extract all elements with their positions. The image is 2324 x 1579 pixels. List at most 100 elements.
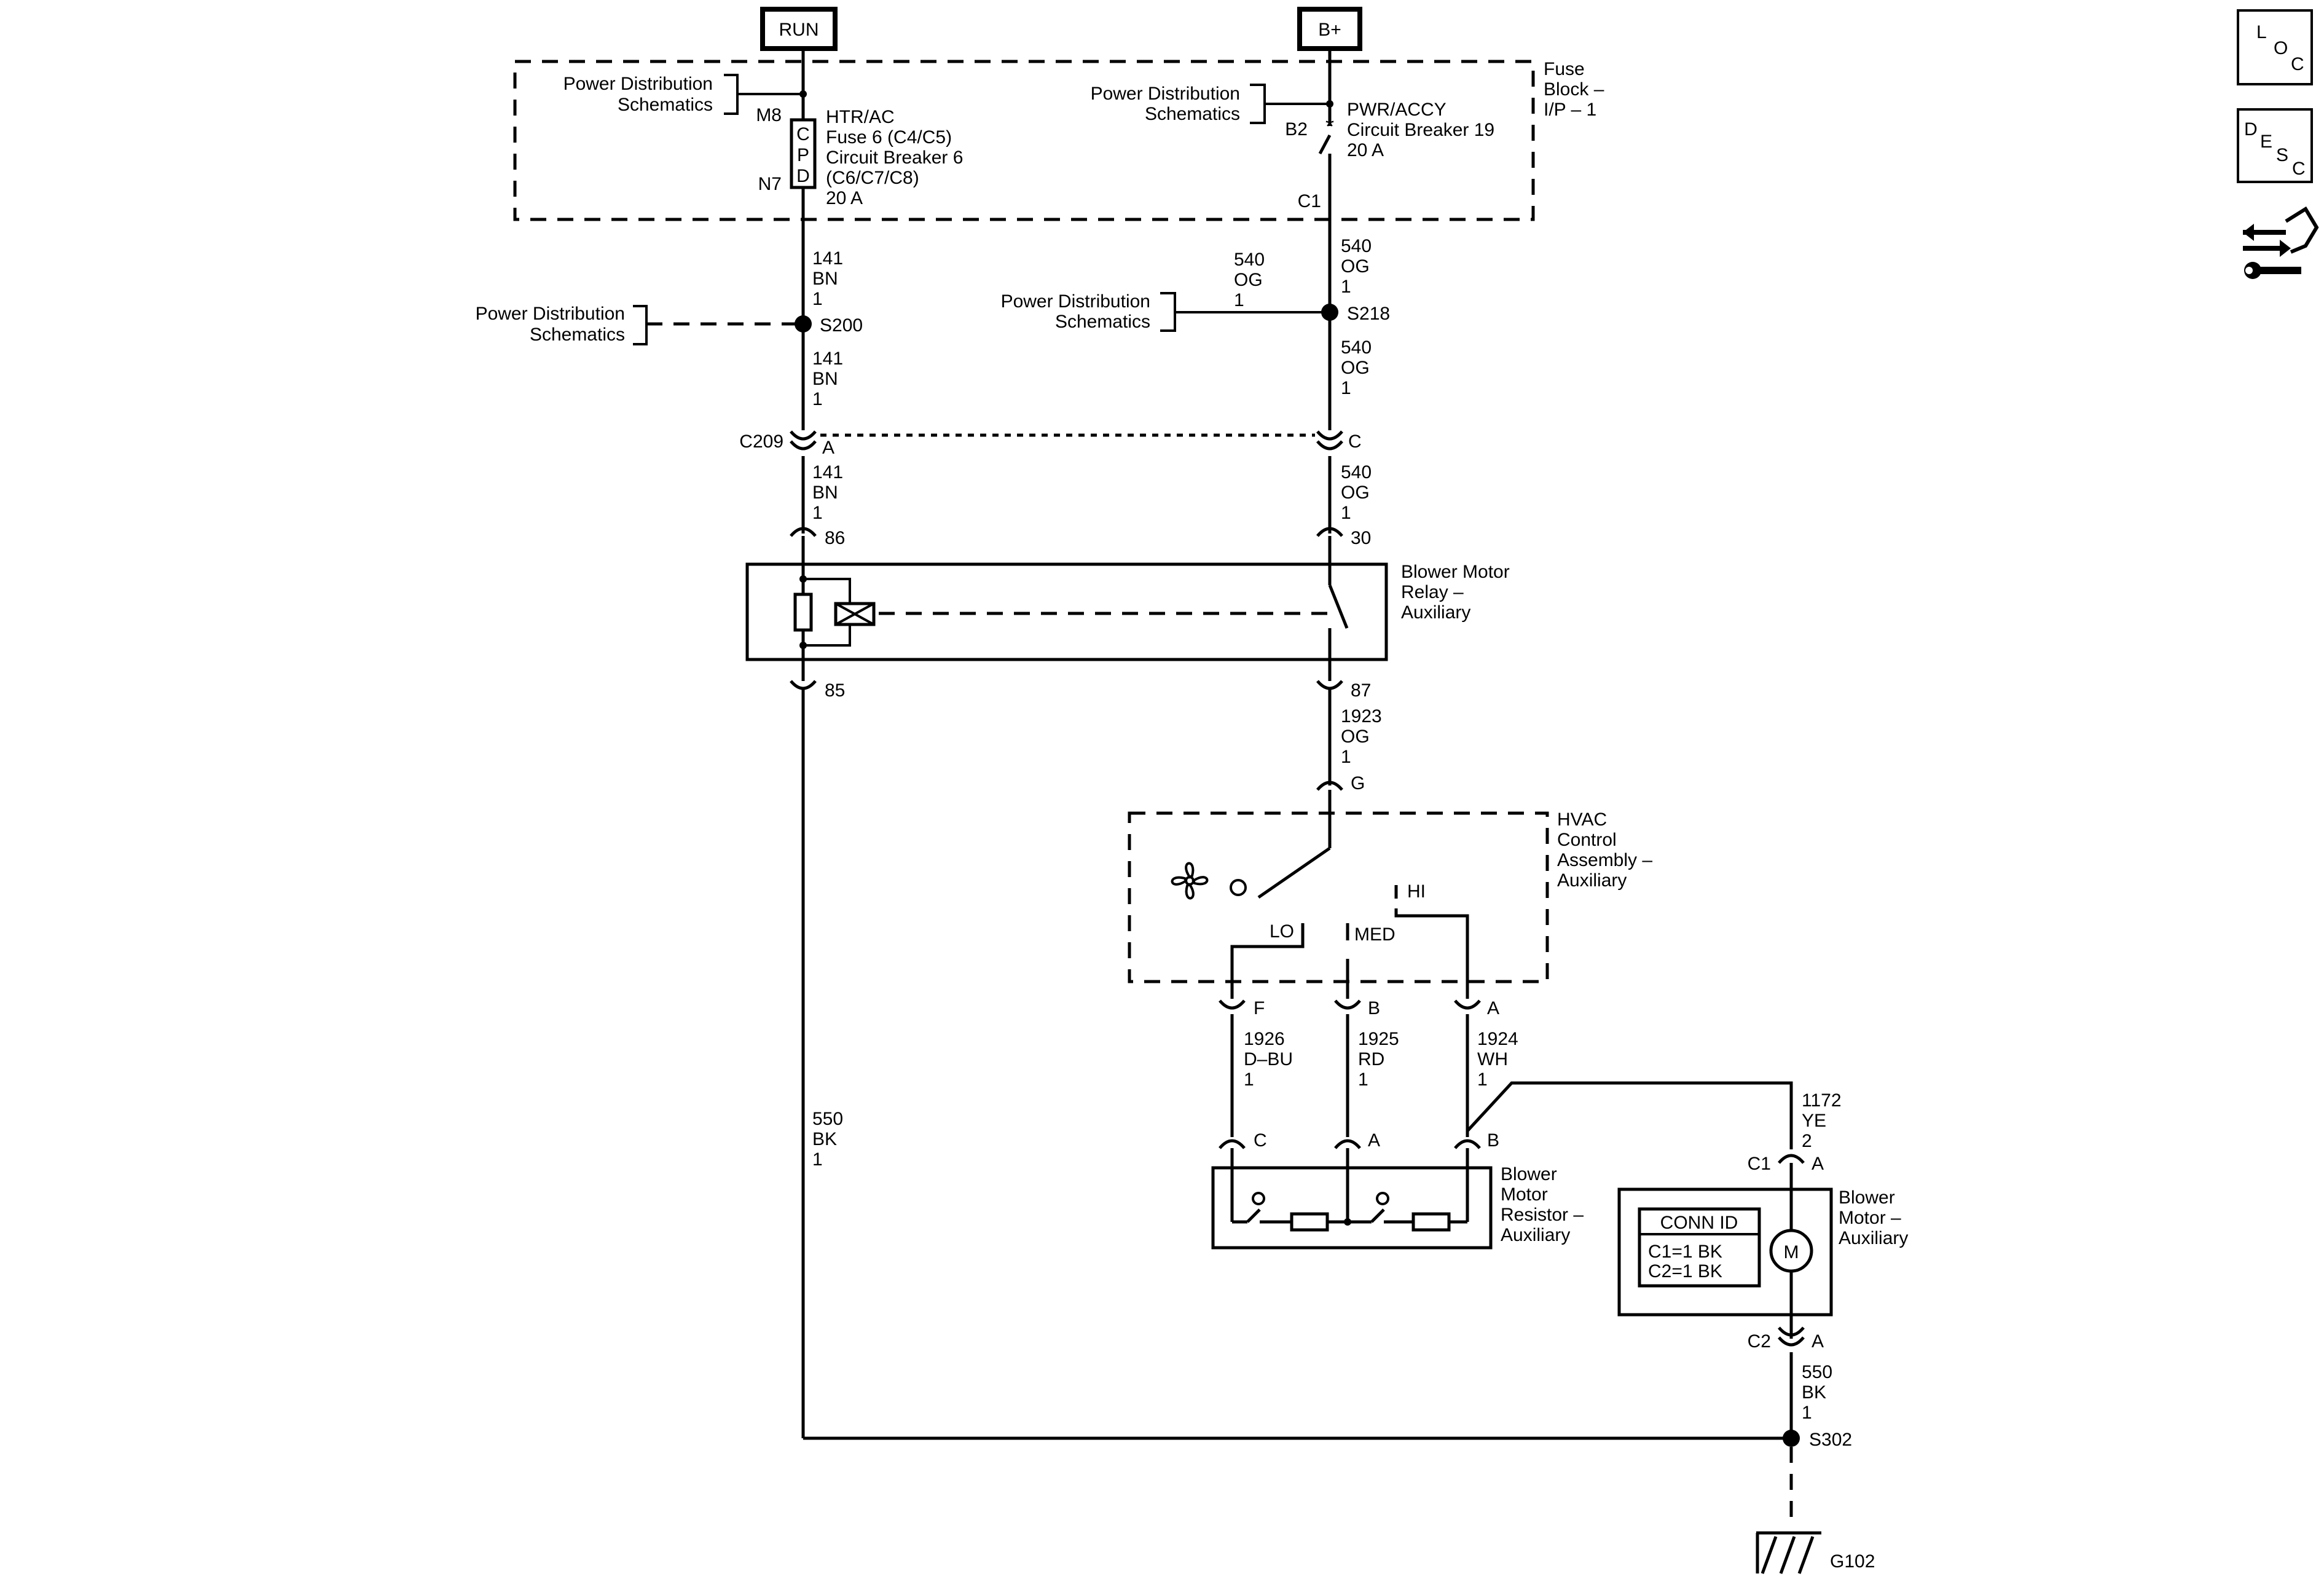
svg-text:1: 1	[1477, 1069, 1488, 1090]
svg-text:1925: 1925	[1358, 1029, 1399, 1049]
svg-text:C: C	[2292, 159, 2306, 179]
svg-text:1: 1	[1234, 290, 1244, 310]
relay-coil	[793, 536, 1327, 681]
htr-ac-fuse-text: HTR/AC Fuse 6 (C4/C5) Circuit Breaker 6 …	[826, 107, 963, 208]
wire-label-1925: 1925 RD 1	[1358, 1029, 1399, 1090]
svg-text:1924: 1924	[1477, 1029, 1518, 1049]
svg-text:1: 1	[812, 1149, 823, 1170]
svg-text:540: 540	[1341, 236, 1372, 256]
pds-left-bracket: Power Distribution Schematics	[563, 74, 807, 115]
desc-icon[interactable]: D E S C	[2237, 108, 2313, 183]
svg-text:S: S	[2276, 145, 2288, 165]
relay-pin-85: 85	[825, 680, 845, 701]
svg-text:OG: OG	[1341, 358, 1370, 378]
hvac-pin-b: B	[1368, 998, 1380, 1018]
svg-text:Assembly –: Assembly –	[1557, 850, 1652, 870]
conn-id-table: CONN ID C1=1 BK C2=1 BK	[1638, 1207, 1761, 1288]
svg-text:BK: BK	[1802, 1382, 1826, 1403]
svg-text:1: 1	[1341, 503, 1351, 523]
svg-text:Block –: Block –	[1544, 79, 1604, 100]
motor-terminal-c2	[1778, 1326, 1805, 1347]
svg-text:L: L	[2256, 22, 2267, 42]
pds-right-bracket: Power Distribution Schematics	[1091, 84, 1333, 124]
wire-label-141-c: 141 BN 1	[812, 462, 843, 523]
svg-text:Schematics: Schematics	[618, 95, 713, 115]
svg-text:1923: 1923	[1341, 706, 1382, 726]
switch-position-hi: HI	[1394, 881, 1469, 999]
svg-text:1926: 1926	[1244, 1029, 1285, 1049]
svg-text:1: 1	[812, 289, 823, 309]
hvac-terminals-bottom	[1219, 999, 1481, 1010]
splice-s218-label: S218	[1347, 304, 1390, 324]
svg-text:Relay –: Relay –	[1401, 582, 1464, 602]
svg-text:141: 141	[812, 248, 843, 269]
blower-motor-resistor	[1211, 1166, 1493, 1250]
svg-text:P: P	[797, 145, 809, 165]
svg-text:Auxiliary: Auxiliary	[1401, 602, 1470, 623]
svg-text:Auxiliary: Auxiliary	[1839, 1228, 1908, 1248]
svg-text:C1=1 BK: C1=1 BK	[1648, 1242, 1722, 1262]
svg-text:MED: MED	[1354, 924, 1396, 945]
c209-pin-a: A	[822, 438, 834, 458]
svg-text:HI: HI	[1407, 881, 1426, 902]
relay-switch	[1328, 536, 1349, 681]
resistor-pin-c: C	[1254, 1130, 1267, 1151]
svg-text:Power Distribution: Power Distribution	[476, 304, 625, 324]
svg-text:Motor: Motor	[1501, 1184, 1548, 1205]
svg-text:BN: BN	[812, 482, 838, 503]
relay-terminal-87	[1316, 680, 1343, 690]
loc-icon[interactable]: L O C	[2237, 9, 2313, 85]
motor-c1-pin-a: A	[1812, 1154, 1824, 1174]
motor-c2-label: C2	[1748, 1331, 1771, 1352]
pin-n7: N7	[758, 174, 782, 194]
svg-text:CONN ID: CONN ID	[1660, 1213, 1738, 1233]
svg-text:BN: BN	[812, 369, 838, 389]
wire-label-141-b: 141 BN 1	[812, 348, 843, 409]
svg-text:1: 1	[1341, 747, 1351, 767]
svg-text:C: C	[2291, 54, 2304, 74]
relay-label: Blower Motor Relay – Auxiliary	[1401, 562, 1510, 623]
svg-text:BN: BN	[812, 269, 838, 289]
wire-label-540-left: 540 OG 1	[1234, 250, 1265, 310]
svg-text:(C6/C7/C8): (C6/C7/C8)	[826, 168, 919, 188]
hvac-pin-g: G	[1351, 773, 1365, 793]
fuse-block-outline	[513, 60, 1535, 221]
svg-text:Auxiliary: Auxiliary	[1557, 870, 1627, 891]
wire-label-550-long: 550 BK 1	[812, 1109, 843, 1170]
resistor-pin-b: B	[1487, 1130, 1499, 1151]
svg-text:540: 540	[1234, 250, 1265, 270]
svg-text:540: 540	[1341, 462, 1372, 482]
svg-text:1: 1	[1341, 378, 1351, 398]
relay-pin-86: 86	[825, 528, 845, 548]
bplus-supply: B+	[1297, 7, 1362, 51]
run-label: RUN	[779, 20, 819, 40]
resistor-network	[1230, 1148, 1469, 1232]
resistor-terminals	[1219, 1139, 1481, 1149]
svg-text:Power Distribution: Power Distribution	[1091, 84, 1240, 104]
svg-text:Power Distribution: Power Distribution	[1001, 291, 1150, 312]
svg-text:Motor –: Motor –	[1839, 1208, 1901, 1228]
wire-label-540-b: 540 OG 1	[1341, 337, 1372, 398]
pin-m8: M8	[756, 105, 782, 125]
svg-text:O: O	[2274, 38, 2288, 58]
c209-pin-c: C	[1348, 431, 1362, 452]
svg-text:Fuse 6 (C4/C5): Fuse 6 (C4/C5)	[826, 127, 952, 148]
wire-label-1926: 1926 D–BU 1	[1244, 1029, 1293, 1090]
switch-pivot	[1230, 879, 1247, 896]
relay-terminal-85	[790, 680, 817, 690]
wire-label-540-c: 540 OG 1	[1341, 462, 1372, 523]
svg-text:Blower Motor: Blower Motor	[1401, 562, 1510, 582]
svg-text:20 A: 20 A	[1347, 140, 1384, 160]
c209-label: C209	[739, 431, 783, 452]
svg-text:Power Distribution: Power Distribution	[563, 74, 713, 94]
svg-text:E: E	[2260, 132, 2272, 152]
ground-symbol	[1756, 1531, 1821, 1574]
fan-icon	[1171, 862, 1209, 900]
diagnosis-icon[interactable]	[2243, 206, 2319, 279]
svg-text:PWR/ACCY: PWR/ACCY	[1347, 100, 1447, 120]
svg-text:OG: OG	[1341, 256, 1370, 277]
run-supply: RUN	[760, 7, 838, 51]
svg-text:D: D	[796, 166, 810, 186]
connector-c209	[790, 430, 1343, 451]
svg-text:OG: OG	[1341, 482, 1370, 503]
